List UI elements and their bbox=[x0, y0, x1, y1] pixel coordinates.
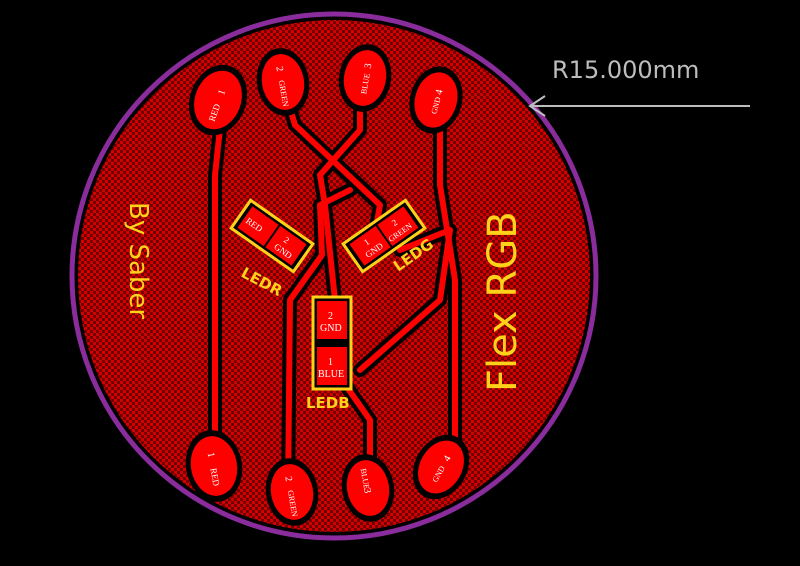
pad-net-label: RED bbox=[208, 467, 221, 487]
top-pad-1[interactable]: 1 RED bbox=[179, 57, 256, 144]
dimension-label: R15.000mm bbox=[552, 56, 699, 84]
pad-number: 3 bbox=[363, 63, 375, 70]
pad-number: 1 bbox=[216, 88, 228, 96]
bottom-pad-4[interactable]: 4 GND bbox=[401, 425, 480, 510]
board-title: Flex RGB bbox=[480, 211, 526, 392]
pad-number: 2 bbox=[273, 66, 285, 73]
led-red-footprint[interactable]: RED 2 GND bbox=[229, 198, 315, 274]
pad-number: 4 bbox=[434, 88, 446, 96]
pad-number: 4 bbox=[442, 454, 454, 464]
trace-blue-bottom bbox=[339, 377, 373, 473]
led-green-footprint[interactable]: 1 GND 2 GREEN bbox=[341, 198, 427, 274]
board-author: By Saber bbox=[123, 202, 153, 319]
led-blue-designator: LEDB bbox=[306, 394, 350, 412]
pad-number: 1 bbox=[205, 452, 217, 459]
pad-net-label: BLUE bbox=[359, 468, 372, 490]
led-pad-label: GND bbox=[320, 323, 342, 334]
bottom-pad-1[interactable]: 1 RED bbox=[180, 426, 248, 507]
led-pad-number: 2 bbox=[282, 235, 291, 246]
trace-gnd-led bbox=[357, 227, 453, 373]
bottom-pad-2[interactable]: 2 GREEN bbox=[260, 454, 323, 530]
led-pad-number: 2 bbox=[390, 217, 399, 228]
trace-green-bottom bbox=[285, 187, 353, 493]
led-pad-number: 2 bbox=[328, 311, 333, 322]
led-pad-label: BLUE bbox=[318, 369, 344, 380]
radius-dimension: R15.000mm bbox=[528, 56, 750, 117]
led-pad-number: 1 bbox=[328, 357, 333, 368]
top-pad-2[interactable]: 2 GREEN bbox=[251, 44, 314, 120]
top-pad-4[interactable]: 4 GND bbox=[402, 60, 470, 139]
pad-number: 2 bbox=[282, 476, 294, 483]
top-pad-3[interactable]: 3 BLUE bbox=[333, 40, 396, 116]
bottom-pad-3[interactable]: 3 BLUE bbox=[336, 450, 399, 526]
pad-net-label: GND bbox=[429, 96, 442, 115]
pad-net-label: BLUE bbox=[359, 73, 372, 95]
led-blue-footprint[interactable]: 2 GND 1 BLUE bbox=[311, 295, 353, 391]
trace-blue bbox=[317, 82, 363, 303]
led-pad-number: 1 bbox=[362, 237, 371, 248]
pad-number: 3 bbox=[361, 487, 373, 494]
board-outline bbox=[69, 11, 599, 541]
